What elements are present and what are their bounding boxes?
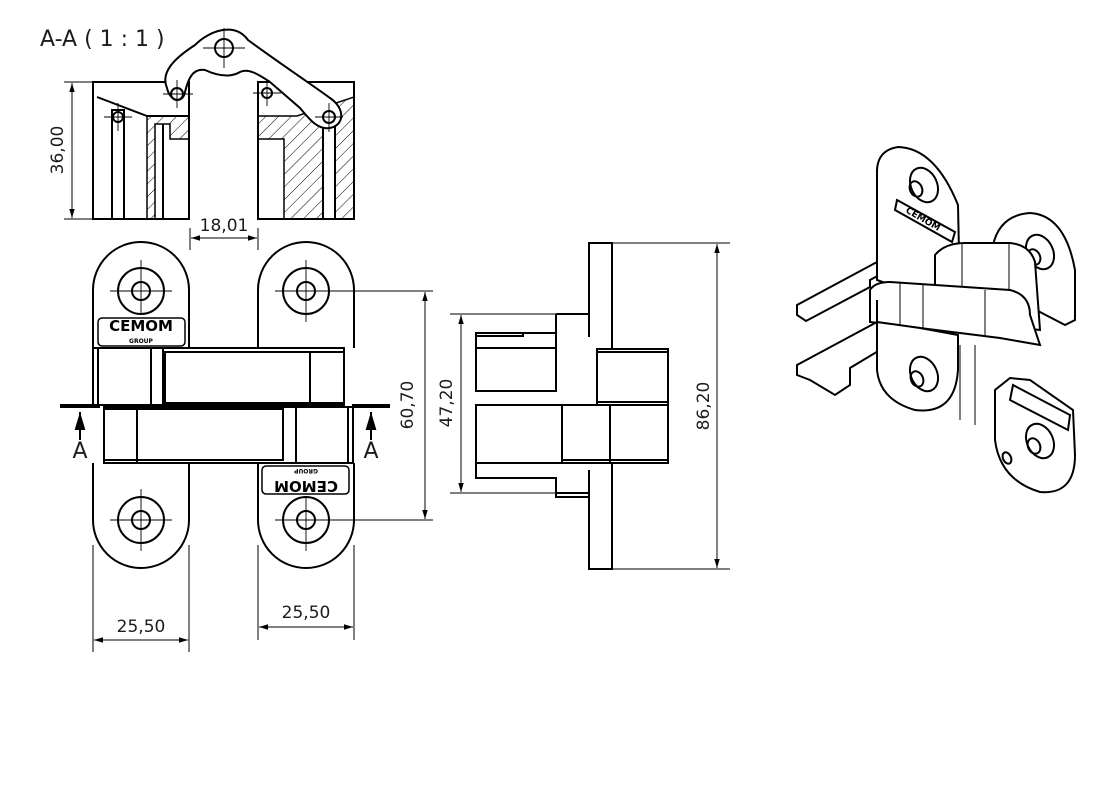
logo-top-brand: CEMOM [109, 317, 173, 335]
dimension-25-right: 25,50 [257, 545, 355, 640]
section-lever-arm [163, 28, 343, 132]
section-title: A-A ( 1 : 1 ) [40, 27, 165, 52]
dimension-18: 18,01 [189, 216, 259, 250]
dim-25-right-label: 25,50 [282, 603, 331, 623]
section-view: A-A ( 1 : 1 ) [40, 27, 355, 250]
dimension-36: 36,00 [48, 81, 93, 220]
section-line: A A [60, 404, 390, 464]
dim-36-label: 36,00 [48, 126, 68, 175]
dim-18-label: 18,01 [200, 216, 249, 236]
logo-top-sub: GROUP [129, 338, 154, 345]
dimension-25-left: 25,50 [92, 545, 190, 652]
knuckle-top-left: CEMOM GROUP [92, 241, 190, 348]
upper-band [92, 347, 345, 406]
dimension-60: 60,70 [398, 292, 428, 519]
dimension-86: 86,20 [612, 242, 730, 570]
section-marker-right: A [363, 439, 378, 464]
dim-47-label: 47,20 [437, 379, 457, 428]
section-left-block [92, 81, 190, 220]
lower-band [103, 406, 354, 464]
logo-bottom-brand: CEMOM [274, 477, 338, 495]
knuckle-bottom-right: CEMOM GROUP [257, 463, 433, 569]
side-view: 47,20 86,20 [437, 242, 730, 570]
dim-86-label: 86,20 [694, 382, 714, 431]
logo-bottom-sub: GROUP [293, 467, 318, 474]
dim-60-label: 60,70 [398, 381, 418, 430]
dim-25-left-label: 25,50 [117, 617, 166, 637]
dimension-47: 47,20 [437, 313, 556, 494]
knuckle-top-right [257, 241, 433, 348]
front-view: CEMOM GROUP A A [60, 241, 433, 652]
isometric-view: CEMOM [796, 145, 1077, 494]
section-marker-left: A [72, 439, 87, 464]
knuckle-bottom-left [92, 463, 190, 569]
